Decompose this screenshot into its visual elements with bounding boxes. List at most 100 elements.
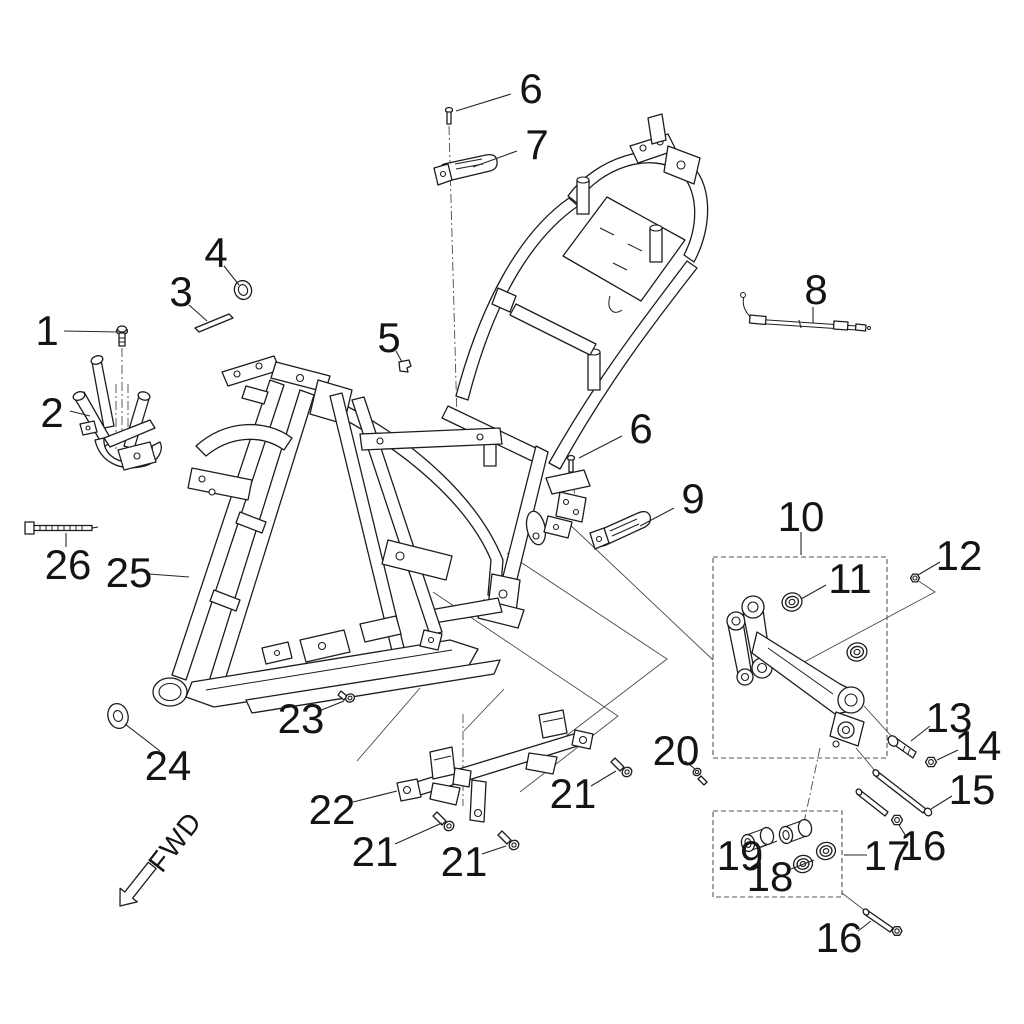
mid-plate bbox=[359, 427, 503, 451]
part-clip-5 bbox=[398, 359, 412, 373]
callout-c24: 24 bbox=[124, 723, 192, 789]
callout-c15: 15 bbox=[930, 766, 996, 813]
part-sleeve-19b bbox=[778, 818, 813, 845]
part-sleeve-19a bbox=[740, 826, 775, 853]
callout-c19: 19 bbox=[717, 832, 778, 879]
callout-c14: 14 bbox=[936, 722, 1001, 769]
front-down-tube-outer bbox=[171, 379, 285, 681]
part-strip-3 bbox=[194, 313, 234, 333]
callout-c9: 9 bbox=[639, 475, 705, 527]
callout-leader-c13 bbox=[910, 725, 931, 742]
bump-post-2 bbox=[649, 227, 663, 263]
callout-label-c16b: 16 bbox=[816, 914, 863, 961]
front-lower-hole-1 bbox=[198, 475, 206, 483]
front-lower-hole-2 bbox=[208, 488, 216, 496]
callout-c17: 17 bbox=[844, 832, 910, 879]
callout-label-c25: 25 bbox=[106, 549, 153, 596]
callout-label-c15: 15 bbox=[949, 766, 996, 813]
callout-label-c3: 3 bbox=[169, 268, 192, 315]
callout-leader-c22 bbox=[352, 790, 398, 803]
callout-c7: 7 bbox=[472, 121, 549, 168]
cable-hook bbox=[608, 295, 623, 313]
construction-bolt13-axis bbox=[863, 705, 895, 740]
callout-c25: 25 bbox=[106, 549, 190, 596]
construction-chevron-a bbox=[506, 552, 668, 753]
part-bolt-21b bbox=[497, 830, 520, 851]
callout-c18: 18 bbox=[747, 853, 815, 900]
front-curved-brace bbox=[195, 423, 293, 457]
callout-label-c21b: 21 bbox=[441, 838, 488, 885]
callout-leader-c2 bbox=[69, 410, 91, 417]
linkage-assembly-10 bbox=[726, 592, 868, 748]
head-bracket-hole-3 bbox=[295, 373, 305, 383]
footrest-mount-hole-3 bbox=[552, 523, 560, 531]
callout-label-c8: 8 bbox=[804, 266, 827, 313]
part-bushing-18a bbox=[815, 841, 837, 861]
footrest-mount-hole-1 bbox=[562, 498, 570, 506]
head-bracket-tab bbox=[241, 385, 269, 405]
bottom-bracket-2 bbox=[359, 615, 402, 643]
part-bolt-13 bbox=[887, 735, 917, 759]
part-footrest-9 bbox=[589, 510, 652, 550]
detail-box-17 bbox=[712, 810, 843, 898]
front-tube-rung-2 bbox=[209, 589, 241, 612]
callout-c4: 4 bbox=[204, 229, 240, 286]
callout-label-c4: 4 bbox=[204, 229, 227, 276]
part-bolt-20 bbox=[692, 767, 708, 786]
callout-leader-c16b bbox=[857, 920, 872, 932]
callout-leader-c24 bbox=[124, 723, 161, 752]
callout-c11: 11 bbox=[800, 555, 872, 602]
engine-hanger-hole bbox=[395, 551, 405, 561]
bump-post-1-top bbox=[576, 176, 590, 184]
callout-c21a: 21 bbox=[352, 822, 443, 875]
callout-leader-c9 bbox=[639, 507, 675, 527]
seat-plate-slot-3 bbox=[612, 262, 628, 271]
part-cable-tie-26 bbox=[24, 521, 99, 535]
callout-label-c10: 10 bbox=[778, 493, 825, 540]
bottom-bracket-hole bbox=[317, 641, 327, 651]
callout-label-c12: 12 bbox=[936, 532, 983, 579]
part-bolt-15 bbox=[872, 769, 933, 817]
callout-leader-c14 bbox=[936, 749, 959, 761]
construction-seg-2 bbox=[463, 688, 505, 732]
seat-rail-left bbox=[455, 197, 579, 401]
callout-leader-c3 bbox=[188, 304, 208, 322]
fwd-label: FWD bbox=[142, 806, 208, 878]
callout-leader-c21a bbox=[394, 822, 443, 845]
frame-foot-hole bbox=[498, 589, 508, 599]
callout-c2: 2 bbox=[40, 389, 91, 436]
callout-label-c26: 26 bbox=[45, 541, 92, 588]
callout-label-c18: 18 bbox=[747, 853, 794, 900]
callout-c1: 1 bbox=[35, 307, 119, 354]
seat-plate-slot-1 bbox=[599, 227, 615, 236]
callout-c21c: 21 bbox=[550, 770, 617, 817]
callout-leader-c11 bbox=[800, 584, 827, 600]
callout-c13: 13 bbox=[910, 694, 972, 742]
footrest-mount-plate bbox=[545, 469, 591, 495]
rear-cross-tube bbox=[509, 303, 597, 356]
callout-leader-c21b bbox=[481, 845, 507, 855]
bottom-skid-tube-2 bbox=[245, 659, 501, 714]
callout-c6b: 6 bbox=[578, 405, 653, 459]
part-nut-12 bbox=[909, 573, 921, 583]
callout-leader-c21c bbox=[590, 770, 617, 787]
part-bushing-11a bbox=[781, 592, 803, 612]
callout-label-c19: 19 bbox=[717, 832, 764, 879]
callout-label-c6a: 6 bbox=[519, 65, 542, 112]
front-tube-rung-1 bbox=[235, 511, 267, 534]
frame-assembly bbox=[152, 113, 709, 714]
callout-c26: 26 bbox=[45, 533, 92, 588]
part-bolt-21c bbox=[610, 757, 633, 778]
mid-plate-hole-2 bbox=[476, 433, 484, 441]
fwd-indicator: FWD bbox=[119, 806, 208, 907]
callout-label-c21a: 21 bbox=[352, 828, 399, 875]
part-nut-16a bbox=[890, 814, 904, 826]
bottom-skid-line bbox=[205, 649, 453, 691]
side-oval-hole bbox=[532, 532, 540, 540]
callout-label-c20: 20 bbox=[653, 727, 700, 774]
callout-label-c24: 24 bbox=[145, 742, 192, 789]
part-bracket-2 bbox=[72, 355, 162, 471]
part-washer-24 bbox=[107, 703, 129, 729]
